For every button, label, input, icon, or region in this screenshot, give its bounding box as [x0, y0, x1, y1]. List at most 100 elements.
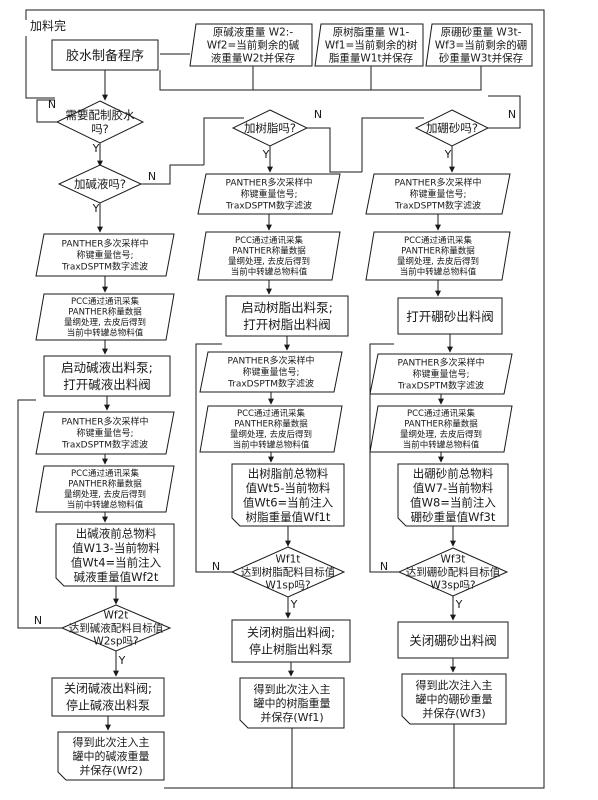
- resin-plc-text-line: PANTHER称量数据: [232, 246, 306, 257]
- resin-check-no-line: [195, 343, 232, 573]
- resin-start-text-line: 启动树脂出料泵;: [241, 300, 333, 315]
- alkali-panther-text-line: TraxDSPTM数字滤波: [61, 261, 148, 273]
- resin-panther-box: [197, 173, 341, 215]
- add-borax-no-label: N: [508, 108, 516, 121]
- borax-calc-text-line: 出硼砂前总物料: [413, 466, 494, 480]
- borax-open-text: 打开硼砂出料阀: [406, 309, 494, 324]
- borax-plc2-text-line: PCC通过通讯采集: [407, 408, 475, 419]
- borax-panther-text-line: 称键重量信号;: [409, 188, 466, 200]
- add-alkali-no-line: [141, 164, 204, 185]
- borax-check-text-line: Wf3t: [441, 554, 466, 566]
- need-glue-no-label: N: [48, 98, 56, 111]
- borax-calc-text-line: 值W8=当前注入: [410, 495, 496, 509]
- borax-calc-text-line: 值W7-当前物料: [413, 481, 494, 495]
- alkali-plc-text-line: 当前中转罐总物料值: [67, 328, 144, 339]
- alkali-check-text-line: Wf2t: [104, 610, 129, 622]
- borax-panther2-text-line: 称键重量信号;: [412, 368, 469, 380]
- borax-plc-box: [365, 231, 511, 281]
- flow-line: [203, 117, 244, 165]
- borax-panther-box: [365, 173, 511, 215]
- resin-plc2-text-line: 当前中转罐总物料值: [233, 440, 310, 451]
- glue-program-box: [51, 39, 159, 71]
- resin-plc2-box: [199, 405, 343, 453]
- alkali-calc-text-line: 值W13-当前物料: [72, 541, 160, 555]
- top-alkali-text-line: 液重量W2t并保存: [211, 52, 296, 65]
- borax-calc-box: [397, 463, 509, 527]
- borax-plc-text-line: 量纲处理, 去皮后得到: [397, 256, 479, 267]
- add-alkali-yes-label: Y: [92, 202, 100, 215]
- resin-panther-text-line: 称键重量信号;: [240, 188, 297, 200]
- top-alkali-text-line: Wf2=当前剩余的碱: [207, 39, 300, 52]
- top-resin-text-line: 原树脂重量 W1-: [333, 26, 410, 39]
- alkali-plc2-text-line: PANTHER称量数据: [68, 479, 142, 490]
- need-glue-text-line: 需要配制胶水: [66, 108, 135, 122]
- top-alkali-box: [189, 23, 313, 67]
- top-resin-text-line: Wf1=当前剩余的树: [325, 39, 418, 52]
- resin-start-box: [225, 295, 349, 337]
- resin-result-text-line: 得到此次注入主: [254, 682, 331, 696]
- top-borax-box: [425, 23, 533, 67]
- borax-panther2-box: [369, 353, 513, 395]
- resin-plc2-text-line: 量纲处理, 去皮后得到: [230, 429, 312, 440]
- borax-calc-text-line: 硼砂重量值Wf3t: [411, 510, 496, 524]
- alkali-panther-text-line: PANTHER多次采样中: [62, 238, 149, 250]
- add-borax-yes-label: Y: [444, 148, 452, 161]
- resin-result-text-line: 并保存(Wf1): [260, 710, 323, 724]
- resin-check-yes-label: Y: [290, 598, 298, 611]
- resin-stop-box: [231, 619, 351, 663]
- start-feed-line: [25, 36, 55, 99]
- borax-result-text-line: 罐中的硼砂重量: [416, 692, 493, 706]
- borax-plc2-text-line: 量纲处理, 去皮后得到: [400, 429, 482, 440]
- add-resin-no-label: N: [314, 108, 322, 121]
- resin-check-text-line: Wf1t: [276, 554, 301, 566]
- resin-calc-text-line: 树脂重量值Wf1t: [246, 510, 331, 524]
- resin-panther-text-line: TraxDSPTM数字滤波: [225, 200, 312, 212]
- resin-plc-text-line: 当前中转罐总物料值: [231, 267, 308, 278]
- resin-check-no-label: N: [212, 560, 220, 573]
- add-alkali-no-label: N: [148, 170, 156, 183]
- alkali-check-text-line: 达到碱液配料目标值: [69, 622, 164, 635]
- top-borax-text-line: 原硼砂重量 W3t-: [441, 26, 522, 39]
- alkali-result-text-line: 罐中的碱液重量: [73, 749, 150, 763]
- resin-panther2-box: [199, 351, 343, 393]
- resin-check-text-line: 达到树脂配料目标值: [241, 566, 336, 579]
- alkali-check-no-line: [17, 399, 62, 629]
- borax-plc-text-line: PCC通过通讯采集: [404, 235, 472, 246]
- alkali-calc-text-line: 碱液重量值Wf2t: [74, 570, 159, 584]
- borax-check-yes-label: Y: [455, 598, 463, 611]
- top-feed-line: [159, 66, 254, 91]
- alkali-result-text-line: 并保存(Wf2): [79, 763, 142, 777]
- borax-check-no-line: [369, 343, 399, 573]
- add-borax-no-line: [488, 95, 521, 129]
- resin-plc-text-line: 量纲处理, 去皮后得到: [228, 256, 310, 267]
- alkali-check-text-line: W2sp吗?: [93, 636, 138, 648]
- borax-check-no-label: N: [380, 560, 388, 573]
- add-alkali-text: 加碱液吗?: [74, 177, 126, 191]
- alkali-check-no-label: N: [34, 614, 42, 627]
- alkali-start-text-line: 打开碱液出料阀: [63, 377, 151, 392]
- top-alkali-text-line: 原碱液重量 W2:-: [213, 26, 293, 39]
- flow-line: [361, 117, 424, 172]
- resin-calc-text-line: 值Wt6=当前注入: [243, 495, 334, 509]
- borax-result-box: [401, 673, 507, 725]
- alkali-plc-box: [35, 293, 175, 341]
- resin-panther2-text-line: TraxDSPTM数字滤波: [227, 378, 314, 390]
- borax-panther-text-line: PANTHER多次采样中: [395, 177, 482, 189]
- resin-plc-box: [197, 231, 341, 281]
- start-label: 加料完: [30, 18, 66, 33]
- alkali-calc-box: [55, 523, 175, 587]
- borax-plc2-box: [369, 405, 513, 453]
- alkali-plc-text-line: PANTHER称量数据: [68, 307, 142, 318]
- top-resin-box: [314, 23, 424, 67]
- alkali-plc-text-line: 量纲处理, 去皮后得到: [64, 317, 146, 328]
- borax-plc2-text-line: PANTHER称量数据: [404, 419, 478, 430]
- resin-result-box: [239, 677, 345, 729]
- alkali-start-text-line: 启动碱液出料泵;: [61, 360, 153, 375]
- alkali-start-box: [43, 355, 171, 397]
- borax-panther2-text-line: PANTHER多次采样中: [398, 357, 485, 369]
- top-borax-text-line: Wf3=当前剩余的硼: [435, 39, 528, 52]
- alkali-calc-text-line: 出碱液前总物料: [76, 526, 157, 540]
- resin-calc-box: [231, 463, 345, 527]
- resin-plc2-text-line: PCC通过通讯采集: [237, 408, 305, 419]
